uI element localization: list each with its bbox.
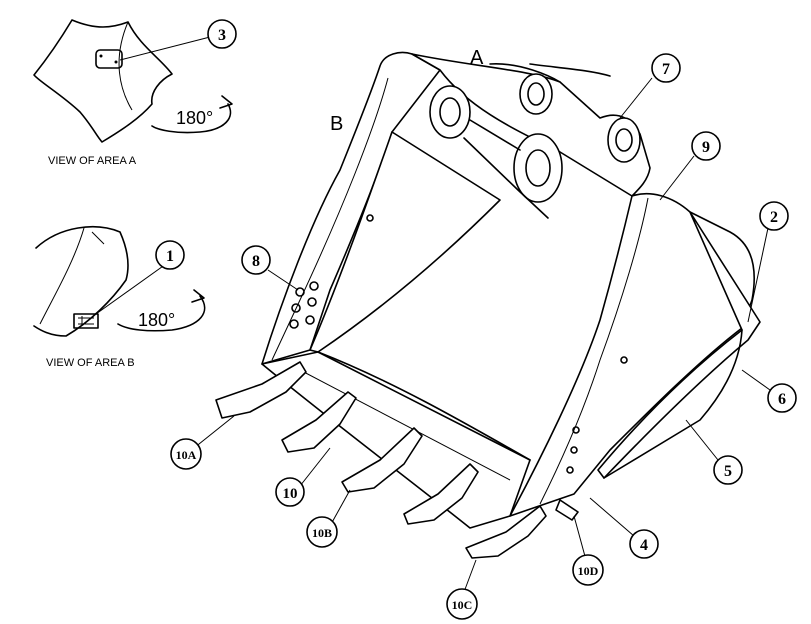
callout-10b: 10B — [306, 516, 338, 548]
area-label-a: A — [470, 47, 484, 69]
svg-text:2: 2 — [770, 209, 778, 226]
callout-4: 4 — [629, 529, 659, 559]
svg-text:10A: 10A — [176, 448, 197, 462]
callout-6: 6 — [767, 383, 797, 413]
caption-view-area-b: VIEW OF AREA B — [46, 357, 135, 369]
svg-text:10: 10 — [283, 486, 298, 502]
callout-3: 3 — [207, 19, 237, 49]
svg-text:4: 4 — [640, 537, 648, 554]
bucket — [261, 51, 761, 529]
rotation-label-a: 180° — [176, 108, 213, 128]
callout-10: 10 — [275, 477, 305, 507]
callout-1: 1 — [155, 240, 185, 270]
area-label-b: B — [330, 113, 343, 135]
inset-view-area-a: 180° VIEW OF AREA A — [33, 19, 233, 167]
svg-text:8: 8 — [252, 253, 260, 270]
tooth-10c — [465, 505, 547, 559]
callout-7: 7 — [651, 53, 681, 83]
svg-text:10B: 10B — [312, 526, 332, 540]
callout-8: 8 — [241, 245, 271, 275]
tooth-10a — [215, 361, 307, 419]
callouts: 3 1 7 9 2 8 6 5 4 10A 10 10B 10D 10C — [155, 19, 797, 620]
callout-10d: 10D — [572, 554, 604, 586]
plate-a-shape — [95, 49, 123, 69]
svg-text:6: 6 — [778, 391, 786, 408]
callout-5: 5 — [713, 455, 743, 485]
leader-lines — [193, 77, 771, 593]
svg-text:5: 5 — [724, 463, 732, 480]
caption-view-area-a: VIEW OF AREA A — [48, 155, 137, 167]
rotate-arrow-b — [117, 295, 206, 332]
inset-view-area-b: 180° VIEW OF AREA B — [33, 226, 206, 369]
callout-10a: 10A — [170, 438, 202, 470]
callout-9: 9 — [691, 131, 721, 161]
tooth-10b — [341, 427, 423, 493]
svg-text:10D: 10D — [578, 564, 599, 578]
svg-text:1: 1 — [166, 248, 174, 265]
callout-2: 2 — [759, 201, 789, 231]
svg-text:7: 7 — [662, 61, 670, 78]
tooth-10-right — [403, 463, 479, 525]
tooth-10 — [281, 391, 357, 453]
bucket-teeth — [215, 361, 579, 559]
rotate-arrow-a — [151, 103, 232, 134]
rotation-label-b: 180° — [138, 310, 175, 330]
svg-text:9: 9 — [702, 139, 710, 156]
callout-10c: 10C — [446, 588, 478, 620]
svg-text:10C: 10C — [452, 598, 473, 612]
cat-logo-plate — [73, 313, 99, 329]
svg-text:3: 3 — [218, 27, 226, 44]
